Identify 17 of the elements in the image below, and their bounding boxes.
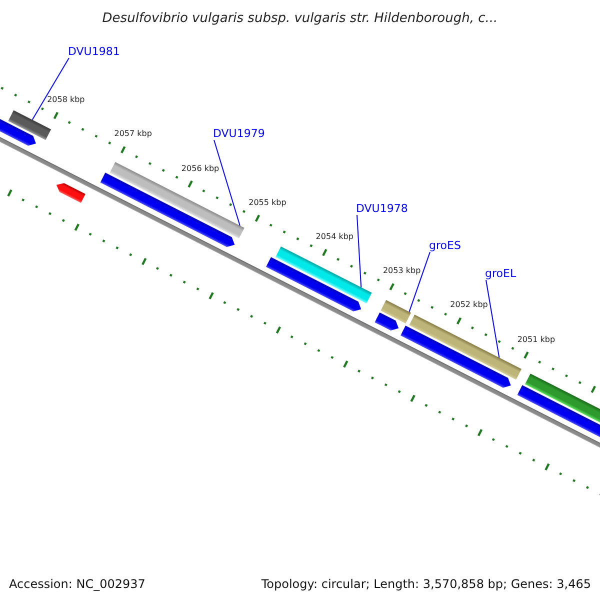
leader-line xyxy=(32,58,70,120)
scale-label: 2053 kbp xyxy=(382,267,421,276)
leader-line xyxy=(408,252,430,312)
scale-label: 2056 kbp xyxy=(181,164,220,173)
gene-label: groES xyxy=(429,240,461,252)
gene-label: DVU1981 xyxy=(68,46,120,58)
feature-bar xyxy=(380,300,411,324)
accession-text: Accession: NC_002937 xyxy=(9,576,146,593)
title: Desulfovibrio vulgaris subsp. vulgaris str. Hildenborough, c... xyxy=(101,10,499,28)
leader-line xyxy=(486,280,500,358)
gene-label: DVU1979 xyxy=(213,128,265,140)
leader-line xyxy=(356,214,362,288)
gene-label: groEL xyxy=(485,268,516,280)
genome-summary: Topology: circular; Length: 3,570,858 bp; Genes: 3,465 xyxy=(261,576,591,593)
leader-line xyxy=(214,140,240,226)
scale-label: 2051 kbp xyxy=(517,336,556,344)
gene-label: DVU1978 xyxy=(356,203,408,215)
